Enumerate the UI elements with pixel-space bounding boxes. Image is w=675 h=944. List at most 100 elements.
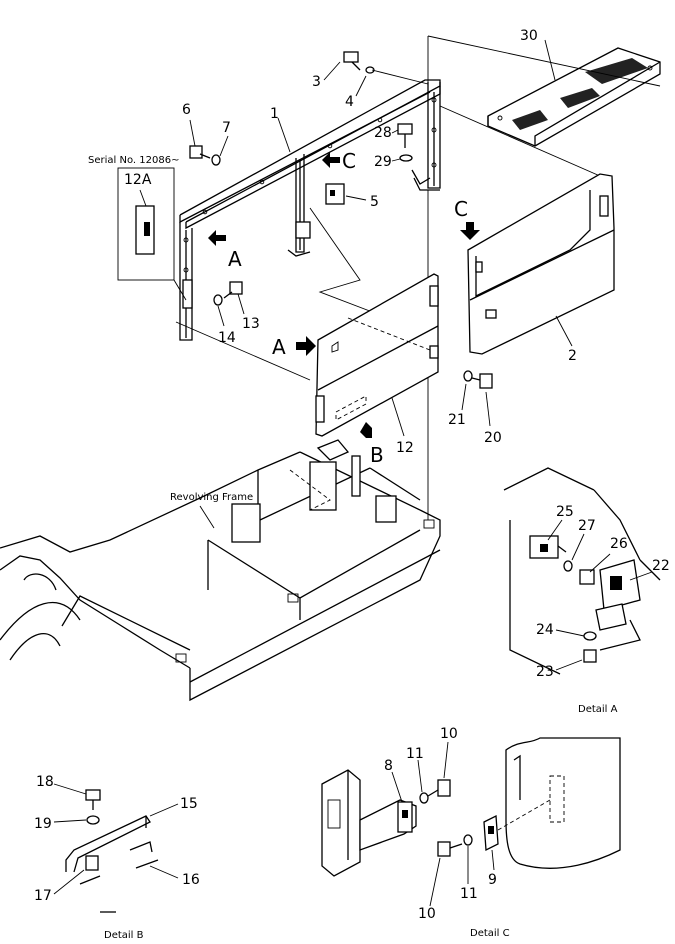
serial-detail-box — [117, 167, 187, 301]
callout-2: 2 — [568, 348, 577, 364]
bolt-6 — [189, 145, 211, 159]
leader-line — [391, 771, 403, 803]
view-letter-c2: C — [454, 197, 468, 221]
view-letter-b: B — [370, 443, 384, 467]
leader-line — [219, 135, 229, 157]
callout-13: 13 — [242, 316, 260, 332]
callout-12: 12 — [396, 440, 414, 456]
leader-line — [149, 803, 179, 817]
leader-line — [571, 533, 585, 561]
washer-4 — [365, 66, 375, 74]
leader-line — [277, 117, 291, 153]
washer-7 — [211, 154, 221, 166]
leader-line — [371, 69, 429, 85]
leader-line — [237, 293, 245, 315]
leader-line — [391, 129, 399, 134]
projection-line — [175, 321, 311, 381]
leader-line — [391, 158, 401, 162]
callout-25: 25 — [556, 504, 574, 520]
washer-14 — [213, 294, 223, 306]
callout-5: 5 — [370, 194, 379, 210]
callout-4: 4 — [345, 94, 354, 110]
leader-line — [555, 659, 583, 671]
view-letter-c1: C — [342, 149, 356, 173]
callout-6: 6 — [182, 102, 191, 118]
leader-line — [429, 857, 441, 907]
callout-17: 17 — [34, 888, 52, 904]
view-arrow-b — [360, 422, 372, 438]
callout-10a: 10 — [440, 726, 458, 742]
washer-29 — [399, 154, 413, 162]
leader-line — [491, 849, 495, 871]
main-frame-1 — [179, 79, 441, 341]
projection-line — [439, 105, 601, 177]
callout-20: 20 — [484, 430, 502, 446]
callout-12a: 12A — [124, 172, 152, 188]
top-cover-panel-30 — [487, 47, 661, 147]
callout-28: 28 — [374, 125, 392, 141]
callout-24: 24 — [536, 622, 554, 638]
leader-line — [544, 39, 556, 81]
leader-line — [417, 759, 423, 793]
callout-30: 30 — [520, 28, 538, 44]
bolt-28 — [397, 123, 413, 148]
callout-22: 22 — [652, 558, 670, 574]
callout-26: 26 — [610, 536, 628, 552]
detail-b-caption: Detail B — [104, 930, 144, 939]
bolt-13 — [223, 281, 243, 299]
detail-c-drawing — [321, 737, 621, 877]
leader-line — [485, 391, 491, 427]
leader-line — [53, 819, 87, 823]
view-letter-a1: A — [228, 247, 242, 271]
leader-line — [149, 865, 179, 879]
leader-line — [53, 783, 87, 795]
revolving-frame-caption: Revolving Frame — [170, 492, 253, 503]
callout-7: 7 — [222, 120, 231, 136]
bolt-3 — [343, 51, 361, 71]
latch-5 — [325, 183, 345, 205]
side-door-2 — [467, 173, 615, 355]
callout-1: 1 — [270, 106, 279, 122]
serial-number-caption: Serial No. 12086~ — [88, 155, 179, 166]
callout-16: 16 — [182, 872, 200, 888]
detail-c-caption: Detail C — [470, 928, 510, 939]
leader-line — [461, 383, 467, 411]
leader-line — [629, 571, 653, 581]
leader-line — [53, 869, 85, 895]
view-arrow-a — [208, 230, 226, 246]
callout-11b: 11 — [460, 886, 478, 902]
leader-line — [391, 397, 405, 437]
leader-line — [443, 741, 449, 779]
callout-19: 19 — [34, 816, 52, 832]
view-arrow-a-cover — [296, 336, 316, 356]
cover-12 — [315, 273, 439, 437]
view-arrow-c — [322, 152, 340, 168]
callout-18: 18 — [36, 774, 54, 790]
washer-21 — [463, 370, 473, 382]
callout-15: 15 — [180, 796, 198, 812]
detail-a-caption: Detail A — [578, 704, 618, 715]
leader-line — [589, 553, 611, 573]
leader-line — [323, 61, 341, 81]
callout-8: 8 — [384, 758, 393, 774]
callout-11a: 11 — [406, 746, 424, 762]
view-letter-a2: A — [272, 335, 286, 359]
detail-a-drawing — [503, 467, 661, 675]
clip-bracket — [411, 169, 431, 185]
view-arrow-c-door — [460, 222, 480, 240]
callout-29: 29 — [374, 154, 392, 170]
callout-21: 21 — [448, 412, 466, 428]
detail-b-drawing — [65, 789, 159, 913]
leader-line — [217, 305, 225, 327]
callout-23: 23 — [536, 664, 554, 680]
leader-line — [547, 519, 563, 541]
callout-10b: 10 — [418, 906, 436, 922]
bolt-20 — [471, 373, 493, 389]
callout-27: 27 — [578, 518, 596, 534]
revolving-frame — [0, 439, 441, 702]
leader-line — [199, 505, 215, 529]
callout-9: 9 — [488, 872, 497, 888]
leader-line — [555, 629, 585, 637]
callout-3: 3 — [312, 74, 321, 90]
